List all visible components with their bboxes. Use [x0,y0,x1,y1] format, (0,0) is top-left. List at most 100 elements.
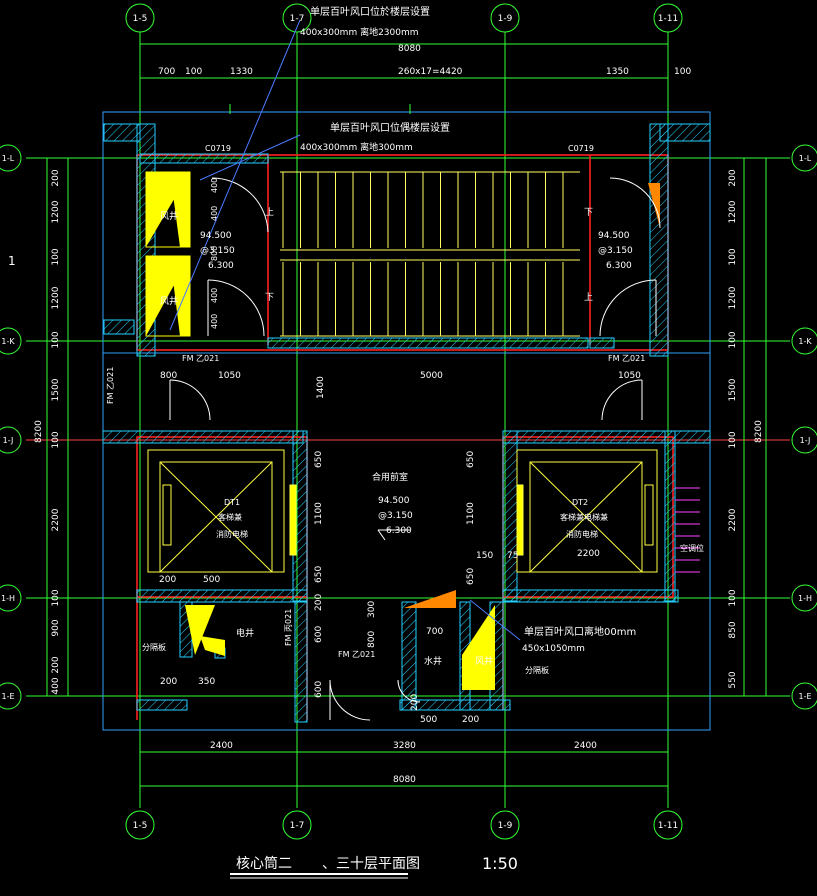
title-scale: 1:50 [482,854,518,873]
note-top-2: 单层百叶风口位偶楼层设置 [330,121,450,134]
axis-bubble [791,584,817,612]
side-total-right: 8200 [754,420,764,443]
dim-200c: 200 [160,677,177,687]
label-up-right: 上 [584,292,593,303]
vsmall-3: 800 [210,246,219,261]
axis-bubble [791,327,817,355]
note-right-vent: 单层百叶风口离地00mm [524,625,636,638]
left-dim-value: 100 [51,589,61,606]
axis-bubble [282,3,312,33]
elev-left-2: @3.150 [200,246,235,256]
dt1-code: DT1 [224,498,240,507]
axis-bubble [653,810,683,840]
axis-label: 1-K [1,337,15,346]
axis-label: 1-5 [133,821,148,831]
dimension-lines [46,43,767,787]
dim-150: 150 [476,551,493,561]
axis-label: 1-11 [658,821,678,831]
axis-bubble [0,327,22,355]
dim-5000: 5000 [420,371,443,381]
note-leaders [169,19,521,641]
right-dim-value: 2200 [728,508,738,531]
bottom-dim-2: 3280 [393,741,416,751]
dim-350: 350 [198,677,215,687]
axis-bubble [0,426,22,454]
top-dim-4: 260x17=4420 [398,67,463,77]
axis-label: 1-7 [290,14,305,24]
elev-left-1: 94.500 [200,231,232,241]
title-sub: 、三十层平面图 [322,856,420,872]
left-dim-value: 1200 [51,200,61,223]
axis-label: 1-E [1,692,14,701]
left-dim-value: 200 [51,656,61,673]
note-top-1b: 400x300mm 离地2300mm [300,26,419,38]
right-dim-value: 1200 [728,200,738,223]
axis-label: 1-9 [498,14,513,24]
fm-left: FM 乙021 [182,354,219,363]
c0719-right: C0719 [568,144,594,153]
dim-800b: 800 [367,631,377,648]
right-dim-value: 100 [728,589,738,606]
side-total-left: 8200 [34,420,44,443]
lobby-elev-2: @3.150 [378,511,413,521]
top-dim-6: 100 [674,67,691,77]
axis-bubble [0,144,22,172]
vsmall-4: 400 [210,288,219,303]
dim-800: 800 [160,371,177,381]
right-dim-value: 1200 [728,286,738,309]
dim-500: 500 [203,575,220,585]
label-down-left: 下 [265,293,274,303]
elevator-dt1 [147,449,297,573]
dim-650d: 650 [466,568,476,585]
door-swings [169,177,661,721]
right-dim-value: 100 [728,431,738,448]
dim-200d: 200 [410,694,420,711]
stair-treads [280,171,580,337]
note-top-1: 单层百叶风口位於楼层设置 [310,5,430,18]
note-right-vent-b: 450x1050mm [522,644,585,654]
axis-label: 1-J [800,436,811,445]
title-underline [230,873,408,879]
left-dim-value: 100 [51,431,61,448]
left-dim-value: 100 [51,248,61,265]
fm-jing: FM 丙021 [284,609,293,646]
axis-label: 1-9 [498,821,513,831]
label-fengjing-2: 风井 [160,295,178,307]
note-top-2b: 400x300mm 离地300mm [300,141,413,153]
label-down-right: 下 [584,208,593,218]
label-fengjing-1: 风井 [160,210,178,222]
axis-bubble [490,3,520,33]
top-dim-2: 100 [185,67,202,77]
dim-650b: 650 [314,566,324,583]
axis-bubble [282,810,312,840]
hatched-wall-blocks [102,123,711,723]
elev-right-3: 6.300 [606,261,632,271]
lobby-elev-1: 94.500 [378,496,410,506]
dim-300: 300 [367,601,377,618]
axis-label: 1-E [798,692,811,701]
label-fenjixiang2: 分隔板 [525,665,549,675]
dim-200: 200 [314,594,324,611]
dim-700: 700 [426,627,443,637]
dim-200e: 200 [159,575,176,585]
dt1-sub: 消防电梯 [216,529,248,539]
dt1-name: 客梯兼 [218,512,242,522]
right-dim-value: 100 [728,248,738,265]
outer-boundary [102,111,711,731]
dim-1100b: 1100 [466,502,476,525]
axis-bubble [791,426,817,454]
dt2-sub: 消防电梯 [566,529,598,539]
vsmall-5: 400 [210,314,219,329]
axis-label: 1-J [3,436,14,445]
dim-1050r: 1050 [618,371,641,381]
dim-650c: 650 [466,451,476,468]
fm-left-vert: FM 乙021 [106,367,115,404]
axis-label: 1-L [799,154,812,163]
label-up-left: 上 [265,207,274,218]
right-dim-value: 850 [728,621,738,638]
axis-bubble [791,144,817,172]
axis-label: 1-H [1,594,15,603]
axis-label: 1-5 [133,14,148,24]
bottom-dim-total: 8080 [393,775,416,785]
number-one: 1 [8,254,16,268]
